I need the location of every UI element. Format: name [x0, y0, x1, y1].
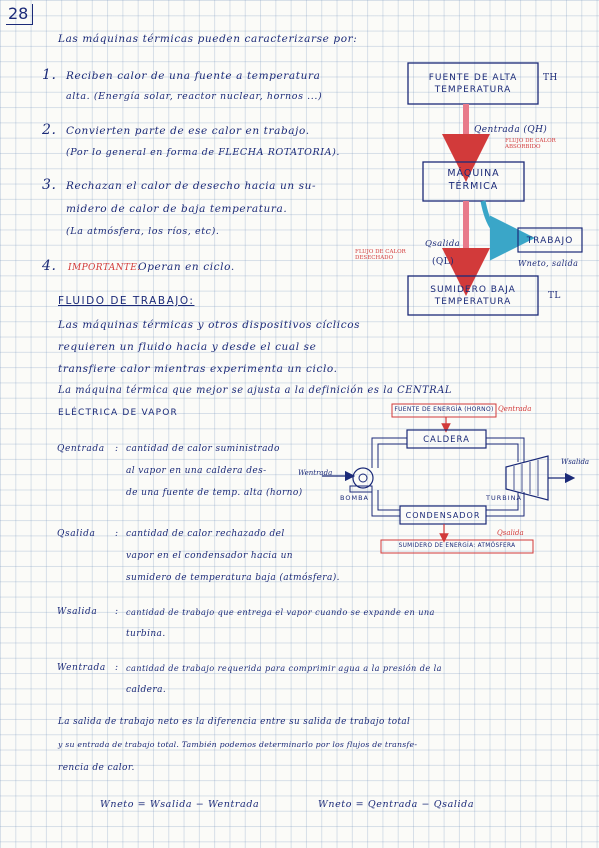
q-out-label: Qsalida: [425, 239, 461, 249]
item-2-number: 2.: [42, 122, 57, 138]
def-3-colon: :: [115, 607, 119, 617]
engine-label: MÁQUINA TÉRMICA: [447, 168, 500, 192]
item-4-number: 4.: [42, 258, 57, 274]
item-3-line2: midero de calor de baja temperatura.: [66, 203, 288, 215]
item-3-line1: Rechazan el calor de desecho hacia un su…: [66, 180, 317, 192]
w-out-label: Wneto, salida: [518, 259, 579, 268]
boiler-label: CALDERA: [423, 435, 470, 445]
def-4-line1: cantidad de trabajo requerida para compr…: [126, 663, 442, 673]
fluido-line-3: transfiere calor mientras experimenta un…: [58, 363, 338, 375]
def-3-line1: cantidad de trabajo que entrega el vapor…: [126, 607, 435, 617]
def-1-colon: :: [115, 444, 119, 454]
boiler-box: [406, 429, 487, 449]
def-1-line1: cantidad de calor suministrado: [126, 444, 280, 454]
closing-line-3: rencia de calor.: [58, 763, 135, 773]
closing-line-2: y su entrada de trabajo total. También p…: [58, 740, 418, 749]
item-3-line3: (La atmósfera, los ríos, etc).: [66, 226, 220, 237]
item-1-line1: Reciben calor de una fuente a temperatur…: [66, 70, 321, 82]
def-1-line3: de una fuente de temp. alta (horno): [126, 488, 303, 498]
pump-label: BOMBA: [340, 494, 369, 502]
sink-label: SUMIDERO BAJA TEMPERATURA: [430, 285, 516, 308]
engine-box: [422, 161, 525, 202]
t-low-label: TL: [548, 291, 561, 301]
def-3-term: Wsalida: [57, 607, 98, 617]
fluido-line-2: requieren un fluido hacia y desde el cua…: [58, 341, 317, 353]
q-in-note: FLUJO DE CALOR ABSORBIDO: [505, 138, 556, 150]
work-box: [517, 227, 583, 253]
page-number: 28: [6, 4, 34, 25]
def-4-term: Wentrada: [57, 663, 106, 673]
pump-shape: [352, 467, 374, 489]
energy-sink-box: [380, 539, 534, 554]
fluido-heading: FLUIDO DE TRABAJO:: [58, 295, 195, 307]
item-1-line2: alta. (Energía solar, reactor nuclear, h…: [66, 91, 323, 102]
item-2-line1: Convierten parte de ese calor en trabajo…: [66, 125, 310, 137]
item-4-line1: Operan en ciclo.: [138, 261, 235, 273]
intro-line: Las máquinas térmicas pueden caracteriza…: [58, 33, 358, 45]
turbine-shape: [505, 455, 549, 501]
def-1-line2: al vapor en una caldera des-: [126, 466, 267, 476]
item-4-tag: IMPORTANTE:: [68, 263, 141, 273]
w-in-label: Wentrada: [298, 469, 333, 477]
def-3-line2: turbina.: [126, 629, 166, 639]
item-2-line2: (Por lo general en forma de FLECHA ROTAT…: [66, 147, 341, 158]
energy-source-box: [391, 403, 497, 418]
q-out-note: FLUJO DE CALOR DESECHADO: [355, 249, 406, 261]
energy-sink-label: SUMIDERO DE ENERGÍA: ATMÓSFERA: [398, 543, 516, 549]
def-2-colon: :: [115, 529, 119, 539]
formula-2: Wneto = Qentrada − Qsalida: [318, 799, 475, 810]
def-2-line1: cantidad de calor rechazado del: [126, 529, 285, 539]
condenser-label: CONDENSADOR: [405, 511, 481, 520]
q-in-label-2: Qentrada: [498, 405, 532, 413]
q-in-label: Qentrada (QH): [474, 125, 548, 135]
turbine-label: TURBINA: [486, 494, 522, 502]
def-4-colon: :: [115, 663, 119, 673]
item-3-number: 3.: [42, 177, 57, 193]
closing-line-1: La salida de trabajo neto es la diferenc…: [58, 717, 411, 727]
formula-1: Wneto = Wsalida − Wentrada: [100, 799, 260, 810]
def-2-line3: sumidero de temperatura baja (atmósfera)…: [126, 573, 340, 583]
work-label: TRABAJO: [526, 236, 574, 246]
def-2-line2: vapor en el condensador hacia un: [126, 551, 294, 561]
energy-source-label: FUENTE DE ENERGÍA (HORNO): [394, 406, 494, 413]
w-out-label-2: Wsalida: [561, 458, 590, 466]
def-2-term: Qsalida: [57, 529, 96, 539]
item-1-number: 1.: [42, 67, 57, 83]
sink-box: [407, 275, 539, 316]
condenser-box: [399, 505, 487, 525]
def-4-line2: caldera.: [126, 685, 167, 695]
fluido-line-4: La máquina térmica que mejor se ajusta a…: [58, 385, 453, 396]
fluido-line-1: Las máquinas térmicas y otros dispositiv…: [58, 319, 361, 331]
source-box: [407, 62, 539, 105]
work-arrow: [480, 200, 535, 261]
source-label: FUENTE DE ALTA TEMPERATURA: [428, 73, 518, 96]
q-out-label-2: Qsalida: [497, 529, 524, 537]
t-high-label: TH: [543, 73, 558, 83]
q-out-sub: (QL): [432, 257, 454, 267]
fluido-line-5: ELÉCTRICA DE VAPOR: [58, 408, 178, 418]
def-1-term: Qentrada: [57, 444, 105, 454]
